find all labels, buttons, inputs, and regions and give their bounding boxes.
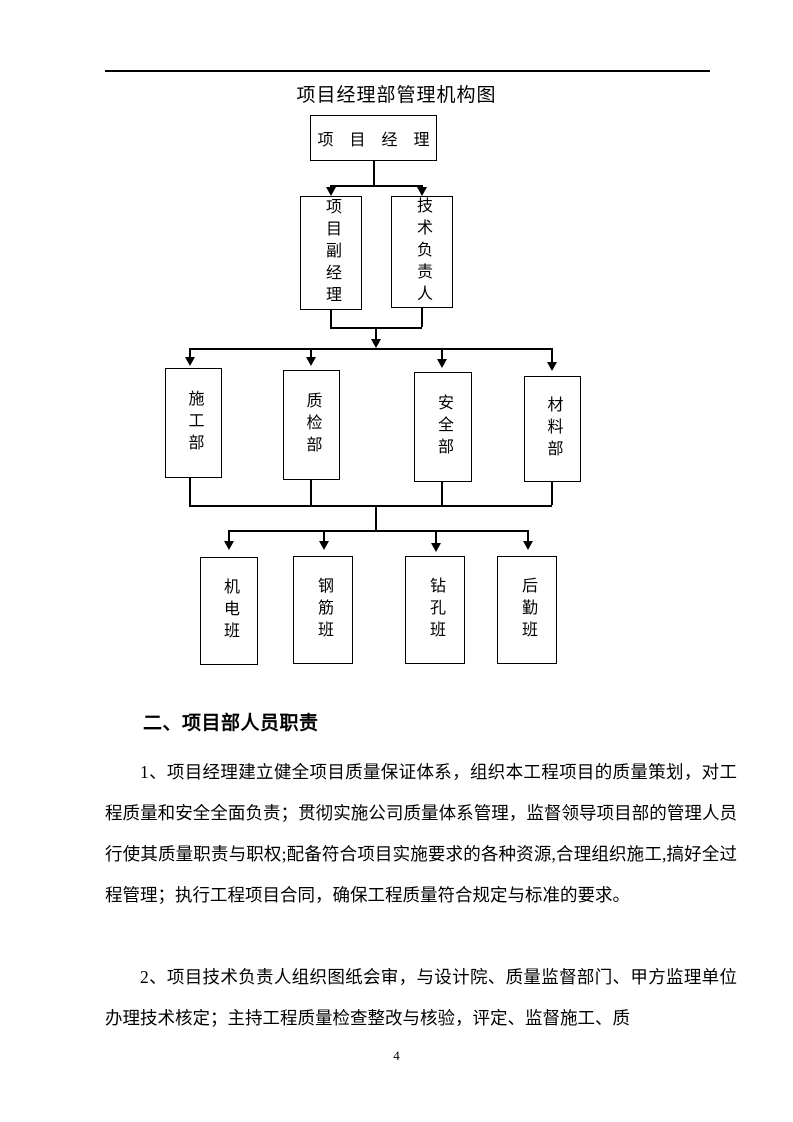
- node-label: 质检部: [303, 392, 321, 458]
- section-heading: 二、项目部人员职责: [143, 713, 319, 734]
- node-label: 施工部: [185, 390, 203, 456]
- header-rule: [105, 70, 710, 72]
- paragraph-1: 1、项目经理建立健全项目质量保证体系，组织本工程项目的质量策划，对工程质量和安全…: [105, 762, 737, 905]
- connector-l3-merge-1: [189, 478, 191, 505]
- node-logistics-team: 后勤班: [497, 556, 557, 664]
- connector-l2-merge-left: [330, 310, 332, 327]
- node-label: 安全部: [435, 394, 452, 460]
- node-drilling-team: 钻孔班: [405, 556, 465, 664]
- node-electromechanical-team: 机电班: [200, 557, 258, 665]
- arrow-down-technical-director: [417, 187, 427, 196]
- connector-l4-drop-3: [435, 530, 437, 546]
- node-quality-inspection-dept: 质检部: [283, 370, 340, 480]
- arrow-down-drilling-team: [431, 543, 441, 552]
- node-label: 材料部: [544, 396, 562, 462]
- arrow-down-quality-inspection-dept: [306, 357, 316, 366]
- node-rebar-team: 钢筋班: [293, 556, 353, 664]
- node-materials-dept: 材料部: [524, 376, 581, 482]
- connector-l1-bus: [330, 185, 422, 187]
- connector-l3-drop-3: [441, 348, 443, 362]
- node-construction-dept: 施工部: [165, 368, 222, 478]
- node-label: 钢筋班: [315, 577, 332, 643]
- arrow-down-deputy-manager: [326, 187, 336, 196]
- arrow-down-electromechanical-team: [224, 541, 234, 550]
- connector-l2-merge-stem: [375, 327, 377, 341]
- connector-l2-merge-right: [421, 308, 423, 327]
- node-label: 后勤班: [519, 577, 536, 643]
- node-safety-dept: 安全部: [414, 372, 472, 482]
- connector-l3-drop-1: [189, 348, 191, 360]
- connector-l3-merge-stem: [375, 505, 377, 530]
- chart-title: 项目经理部管理机构图: [296, 85, 497, 106]
- arrow-down-construction-dept: [185, 357, 195, 366]
- arrow-down-logistics-team: [523, 541, 533, 550]
- connector-l4-drop-1: [228, 530, 230, 544]
- node-label: 机电班: [221, 578, 238, 644]
- connector-l3-merge-2: [310, 480, 312, 505]
- connector-l3-merge-3: [441, 482, 443, 505]
- connector-l3-bus: [189, 348, 552, 350]
- arrow-down-safety-dept: [437, 359, 447, 368]
- connector-l4-drop-2: [323, 530, 325, 544]
- connector-l4-drop-4: [527, 530, 529, 544]
- connector-l3-merge-bus: [189, 505, 552, 507]
- arrow-down-to-level3-bus: [371, 339, 381, 348]
- page-number: 4: [393, 1048, 400, 1063]
- node-technical-director: 技术负责人: [391, 196, 453, 308]
- arrow-down-rebar-team: [319, 541, 329, 550]
- connector-l1-stem: [373, 161, 375, 185]
- node-label: 钻孔班: [427, 577, 444, 643]
- node-label: 技术负责人: [414, 197, 431, 307]
- connector-l3-drop-2: [310, 348, 312, 360]
- node-label: 项 目 经 理: [317, 132, 436, 149]
- org-chart: 项目经理部管理机构图 项 目 经 理 项目副经理 技术负责人 施工部 质检部 安…: [165, 85, 581, 665]
- connector-l3-drop-4: [551, 348, 553, 364]
- connector-l4-bus: [228, 530, 528, 532]
- arrow-down-materials-dept: [547, 362, 557, 371]
- paragraph-2: 2、项目技术负责人组织图纸会审，与设计院、质量监督部门、甲方监理单位办理技术核定…: [105, 967, 737, 1028]
- node-project-manager: 项 目 经 理: [310, 115, 437, 161]
- connector-l3-merge-4: [551, 482, 553, 505]
- node-deputy-project-manager: 项目副经理: [300, 196, 362, 310]
- node-label: 项目副经理: [323, 198, 340, 308]
